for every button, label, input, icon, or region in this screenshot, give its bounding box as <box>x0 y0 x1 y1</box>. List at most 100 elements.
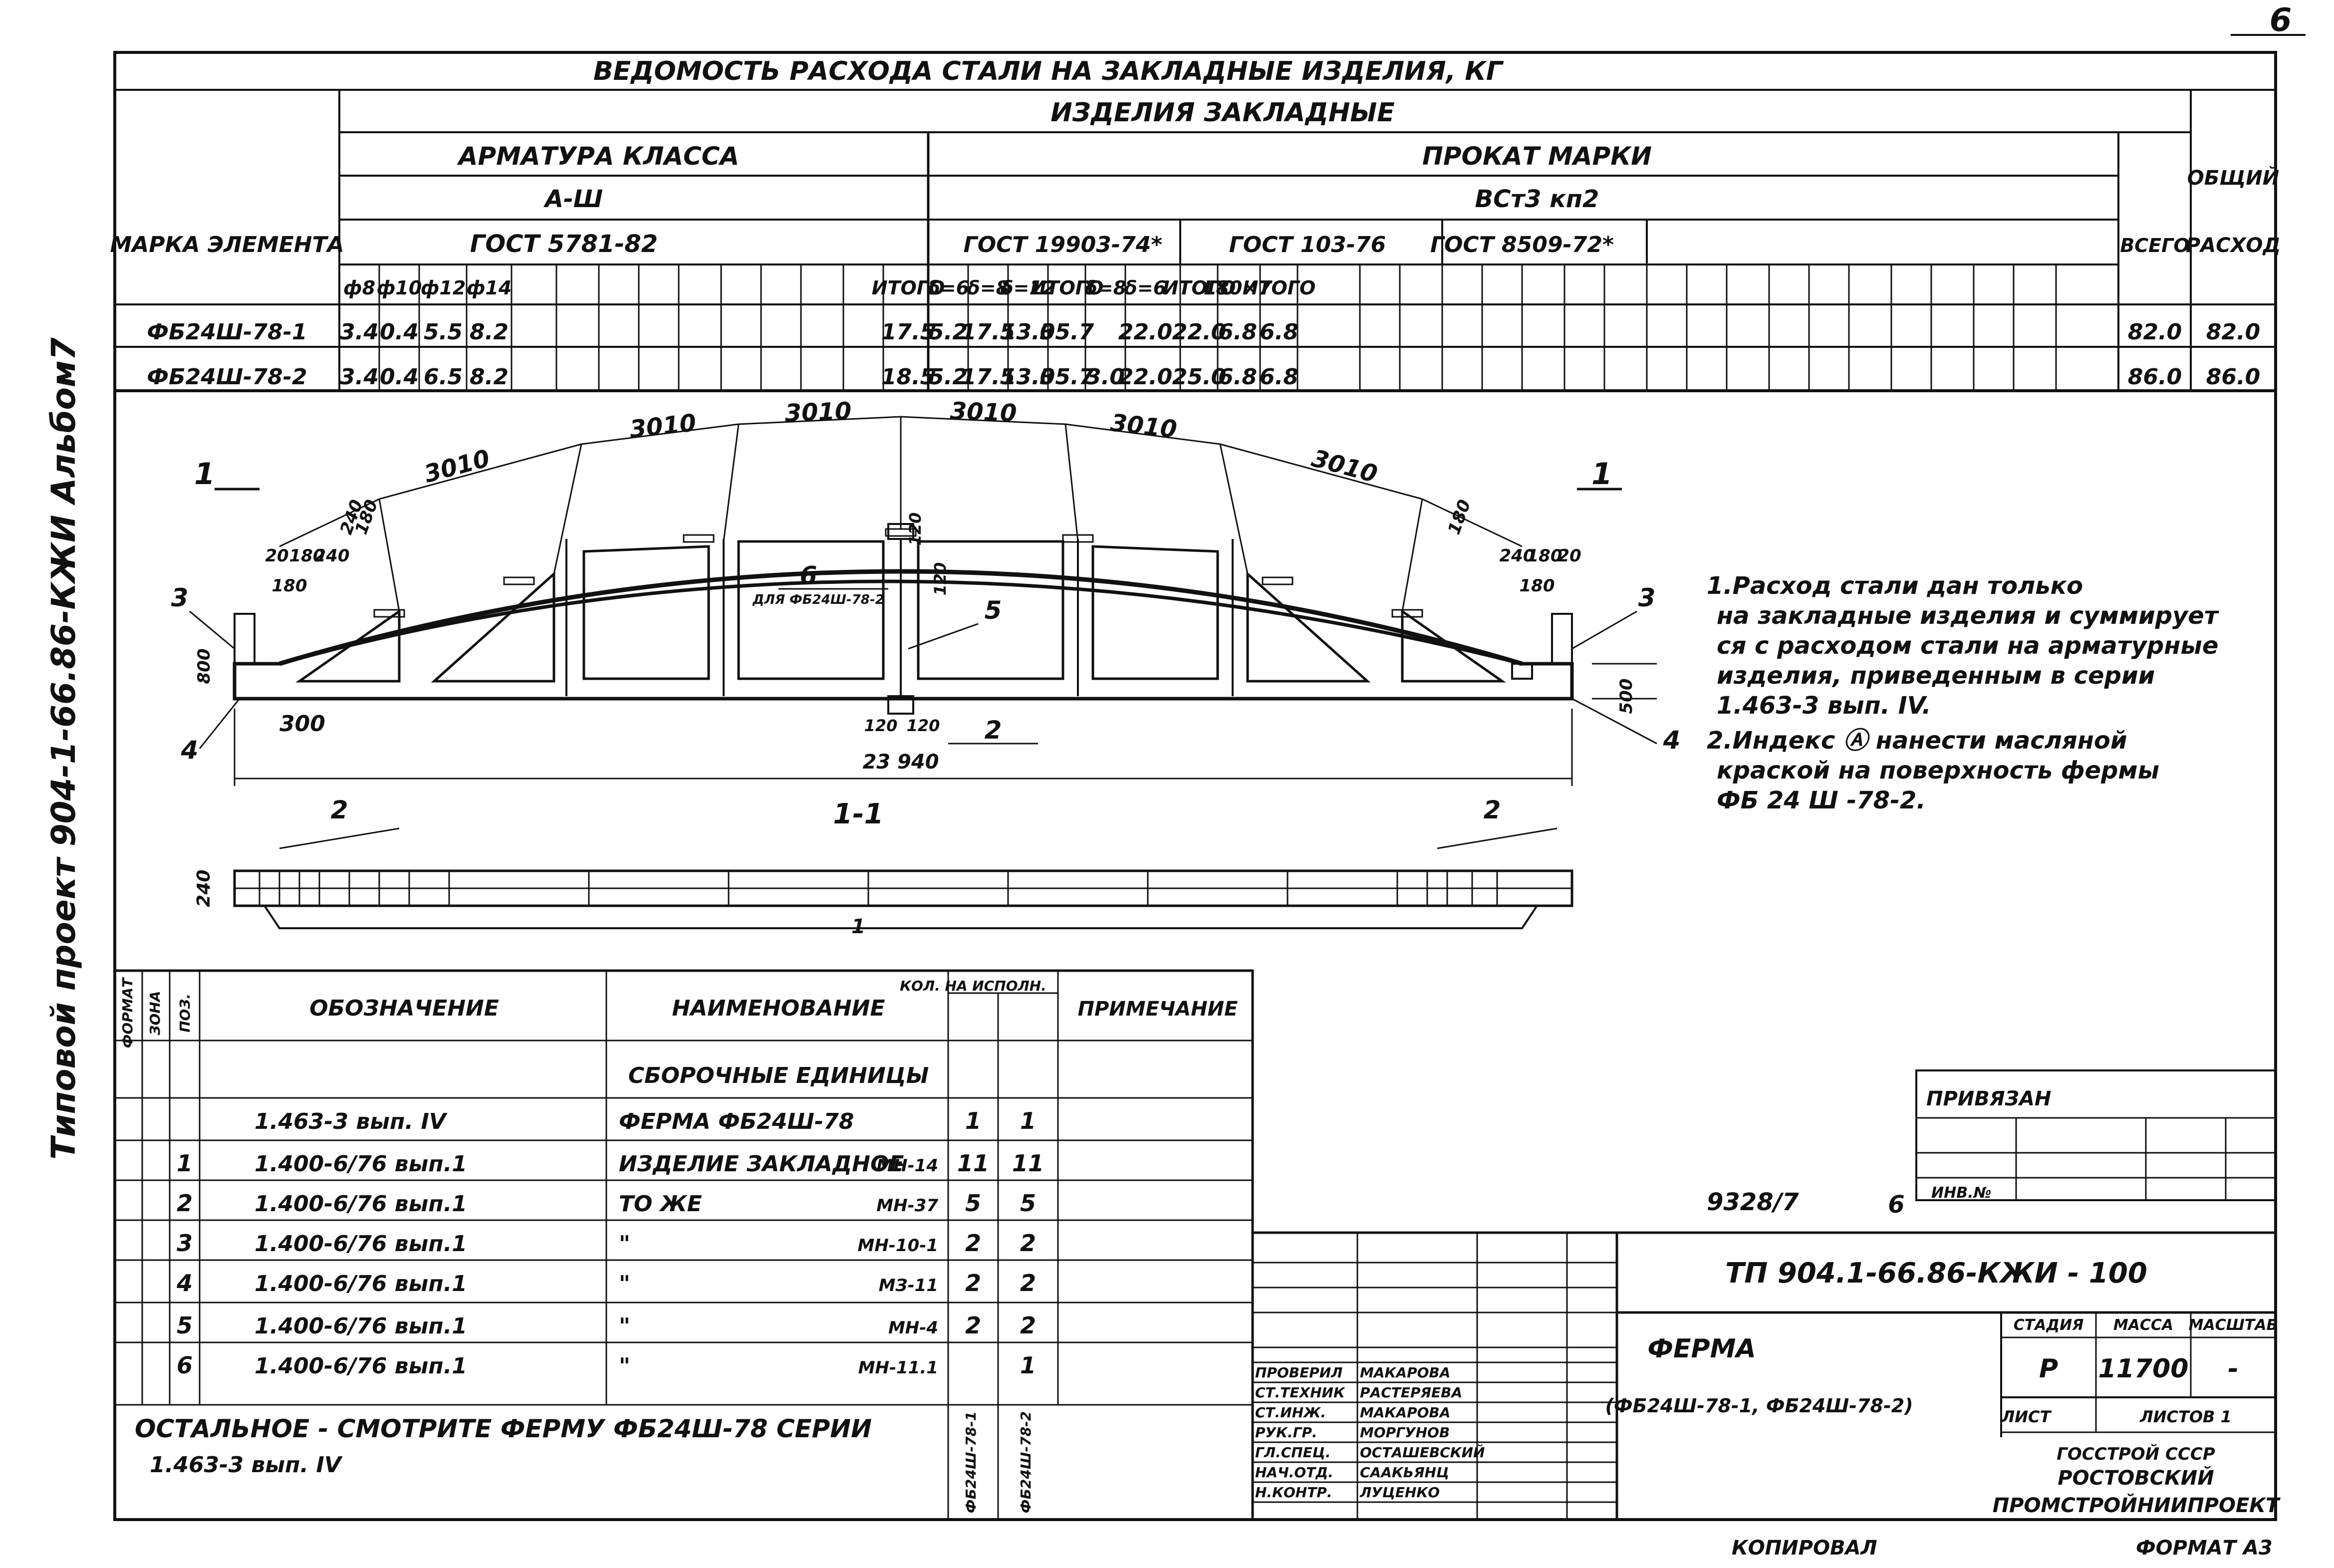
steel-value: 22.0 <box>1118 319 1173 345</box>
steel-value: 13.0 <box>1001 364 1055 390</box>
center-dimension: 120 <box>907 716 940 735</box>
sub-header: ИТОГО <box>1243 277 1316 299</box>
leader-line <box>1571 698 1657 745</box>
side-stamp: Типовой проект 904-1-66.86-КЖИ Альбом7 <box>44 337 83 1160</box>
dimension-text: 180 <box>1444 497 1475 537</box>
spec-designation: 1.400-6/76 вып.1 <box>255 1353 467 1379</box>
steel-value: 22.0 <box>1172 319 1227 345</box>
index-marker <box>1511 663 1533 680</box>
note-line: 1.463-3 вып. IV. <box>1717 692 1931 720</box>
rolled-grade-header: ПРОКАТ МАРКИ <box>1422 142 1652 171</box>
dimension-line <box>1422 498 1523 547</box>
dimension-line <box>379 443 582 500</box>
role-label: НАЧ.ОТД. <box>1255 1464 1333 1481</box>
leader-line <box>1571 610 1637 650</box>
extension-line <box>1219 444 1249 574</box>
callout-5: 5 <box>985 596 1002 625</box>
callout-6: 6 <box>800 561 817 590</box>
steel-value: 22.0 <box>1118 364 1173 390</box>
steel-value: 3.0 <box>1086 364 1125 390</box>
steel-value: 25.0 <box>1172 364 1227 390</box>
steel-value: 17.5 <box>961 364 1016 390</box>
inv-sheet: 6 <box>1888 1191 1904 1219</box>
gost-a: ГОСТ 19903-74* <box>964 232 1163 258</box>
embedded-plate <box>373 609 405 618</box>
leader-line <box>908 623 979 650</box>
steel-value: 6.8 <box>1260 364 1298 390</box>
steel-value: 35.7 <box>1040 364 1094 390</box>
sub-header: L80×7 <box>1204 277 1272 299</box>
dimension-text: 240 <box>314 546 350 566</box>
spec-code: МН-10-1 <box>858 1236 938 1256</box>
privyazan-label: ПРИВЯЗАН <box>1926 1087 2051 1110</box>
copied-label: КОПИРОВАЛ <box>1732 1537 1877 1560</box>
steel-value: 3.4 <box>340 319 379 345</box>
grand-header-2: РАСХОД <box>2186 234 2281 257</box>
spec-name: " <box>619 1271 630 1297</box>
truss-web-opening <box>431 571 555 683</box>
dimension-line <box>1065 423 1221 445</box>
section-depth: 240 <box>194 869 214 907</box>
embedded-plate <box>683 534 715 543</box>
end-support-right <box>1551 613 1573 665</box>
note-line: изделия, приведенным в серии <box>1717 662 2155 690</box>
dimension-text: 300 <box>279 711 325 737</box>
spec-header-format: ФОРМАТ <box>119 977 136 1048</box>
scale-header: МАСШТАБ <box>2189 1316 2278 1334</box>
callout-2: 2 <box>985 716 1002 745</box>
dimension-text: 180 <box>289 546 325 566</box>
spec-code: МН-37 <box>876 1196 938 1216</box>
role-label: СТ.ИНЖ. <box>1255 1404 1326 1421</box>
role-label: РУК.ГР. <box>1255 1424 1317 1441</box>
role-label: СТ.ТЕХНИК <box>1255 1384 1346 1401</box>
note-line: ФБ 24 Ш -78-2. <box>1717 786 1926 814</box>
steel-value: 35.7 <box>1040 319 1094 345</box>
spec-qty: 2 <box>965 1230 981 1257</box>
spec-qty: 5 <box>965 1190 981 1217</box>
spec-qty: 2 <box>965 1312 981 1339</box>
spec-code: МН-4 <box>888 1318 938 1338</box>
role-label: ГЛ.СПЕЦ. <box>1255 1444 1330 1461</box>
dimension-line <box>279 498 380 547</box>
spec-qty: 2 <box>1020 1230 1036 1257</box>
spec-pos: 2 <box>177 1190 193 1217</box>
dimension-text: 3010 <box>784 397 852 428</box>
steel-value: 86.0 <box>2128 364 2182 390</box>
total-header: ВСЕГО <box>2120 235 2189 257</box>
cut-mark-right: 1 <box>1591 457 1612 492</box>
embedded-plate <box>503 576 535 585</box>
spec-designation: 1.463-3 вып. IV <box>255 1109 448 1134</box>
title-block <box>1251 1231 2277 1521</box>
center-dimension: 120 <box>864 716 898 735</box>
spec-qty: 11 <box>1012 1150 1044 1177</box>
spec-pos: 3 <box>177 1230 193 1257</box>
rebar-class: А-Ш <box>543 185 603 213</box>
gost-c: ГОСТ 8509-72* <box>1430 232 1614 258</box>
role-name: ОСТАШЕВСКИЙ <box>1360 1444 1485 1461</box>
spec-pos: 6 <box>177 1352 193 1379</box>
spec-designation: 1.400-6/76 вып.1 <box>255 1191 467 1217</box>
sub-header: ф14 <box>467 277 512 299</box>
inv-value: 9328/7 <box>1707 1188 1799 1216</box>
cut-mark: 1 <box>851 915 865 938</box>
truss-web-opening <box>1091 545 1219 680</box>
steel-value: 86.0 <box>2206 364 2261 390</box>
spec-name: ТО ЖЕ <box>619 1191 702 1217</box>
dimension-text: 3010 <box>1308 444 1380 489</box>
role-name: СААКЬЯНЦ <box>1360 1464 1449 1481</box>
sub-header: δ=12 <box>1001 277 1056 299</box>
note-line: 1.Расход стали дан только <box>1707 572 2083 600</box>
item-title: ФЕРМА <box>1647 1334 1756 1364</box>
span-dimension: 23 940 <box>862 751 939 774</box>
role-name: РАСТЕРЯЕВА <box>1360 1384 1462 1401</box>
spec-header-qty: КОЛ. НА ИСПОЛН. <box>900 978 1046 994</box>
extension-line <box>1401 499 1423 612</box>
section-underside <box>263 905 1538 929</box>
format-label: ФОРМАТ А3 <box>2136 1537 2273 1560</box>
role-name: МАКАРОВА <box>1360 1404 1450 1421</box>
steel-value: 18.5 <box>881 364 936 390</box>
privyazan-box <box>1915 1069 2277 1201</box>
element-mark: ФБ24Ш-78-2 <box>147 364 307 390</box>
mass-value: 11700 <box>2098 1354 2189 1384</box>
spec-header-pos: ПОЗ. <box>177 994 193 1033</box>
